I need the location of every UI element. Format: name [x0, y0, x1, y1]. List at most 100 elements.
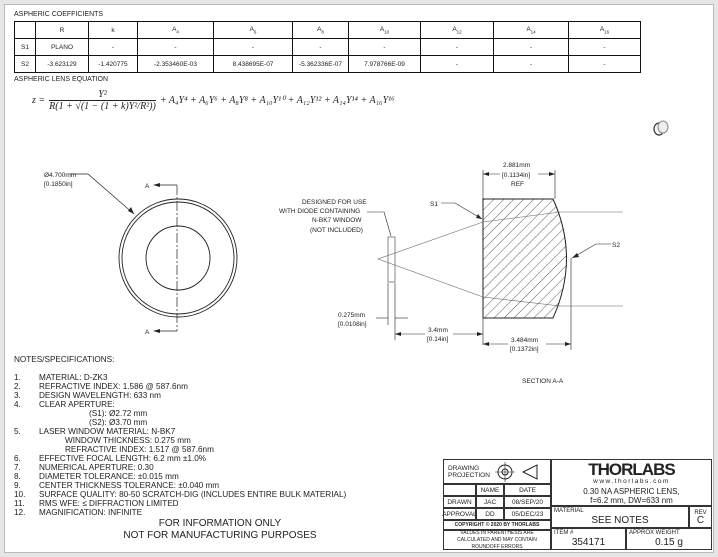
note-text: CLEAR APERTURE:	[39, 400, 115, 409]
drawn-label: DRAWN	[443, 496, 476, 508]
thorlabs-url: www.thorlabs.com	[593, 477, 670, 485]
footer-line-2: NOT FOR MANUFACTURING PURPOSES	[123, 530, 317, 541]
section-view: 2.881mm [0.1134in] REF S1 S2 DESIGNED FO…	[279, 162, 623, 385]
table-header-row: R k A4 A6 A8 A10 A12 A14 A16	[14, 21, 641, 39]
note-item: 7. NUMERICAL APERTURE: 0.30	[14, 463, 346, 472]
lens-3d-icon	[653, 120, 669, 136]
note-number: 10.	[14, 490, 26, 499]
diameter-in: [0.1850in]	[44, 181, 73, 188]
note-item: 1. MATERIAL: D-ZK3	[14, 373, 346, 382]
note-item: 2. REFRACTIVE INDEX: 1.586 @ 587.6nm	[14, 382, 346, 391]
s1-label: S1	[430, 201, 438, 208]
note-text: NUMERICAL APERTURE: 0.30	[39, 463, 154, 472]
distance-mm: 3.4mm	[428, 327, 448, 334]
s2-label: S2	[612, 242, 620, 249]
note-number: 5.	[14, 427, 21, 436]
note-text: (S2): Ø3.70 mm	[89, 418, 148, 427]
note-text: MATERIAL: D-ZK3	[39, 373, 108, 382]
note-item: 9. CENTER THICKNESS TOLERANCE: ±0.040 mm	[14, 481, 346, 490]
note-item: 8.DIAMETER TOLERANCE: ±0.015 mm	[14, 472, 346, 481]
material-value: SEE NOTES	[591, 514, 649, 526]
note-text: RMS WFE: ≤ DIFFRACTION LIMITED	[39, 499, 179, 508]
section-marker-top: A	[145, 183, 150, 190]
roundoff-disclaimer: VALUES IN PARENTHESIS ARE CALCULATED AND…	[443, 530, 551, 550]
rev-cell: REV C	[689, 506, 712, 528]
note-number	[14, 409, 39, 418]
note-number: 4.	[14, 400, 21, 409]
note-item: WINDOW THICKNESS: 0.275 mm	[14, 436, 346, 445]
note-text: REFRACTIVE INDEX: 1.517 @ 587.6nm	[65, 445, 214, 454]
thorlabs-logo: THORLABS	[588, 459, 675, 479]
notes-list: 1. MATERIAL: D-ZK3 2. REFRACTIVE INDEX: 1.5…	[14, 373, 346, 517]
window-note-line: (NOT INCLUDED)	[310, 227, 363, 234]
date-header: DATE	[504, 484, 551, 496]
note-number: 6.	[14, 454, 21, 463]
logo-cell: THORLABS www.thorlabs.com 0.30 NA ASPHER…	[551, 459, 712, 506]
note-number: 2.	[14, 382, 21, 391]
note-item: 12.MAGNIFICATION: INFINITE	[14, 508, 346, 517]
weight-value: 0.15 g	[655, 537, 683, 548]
diameter-mm: Ø4.700mm	[44, 172, 76, 179]
section-label: SECTION A-A	[522, 378, 564, 385]
approval-label: APPROVAL	[442, 508, 477, 520]
note-item: 6. EFFECTIVE FOCAL LENGTH: 6.2 mm ±1.0%	[14, 454, 346, 463]
thickness-in: [0.1134in]	[502, 172, 530, 179]
table-row: S2 -3.623129 -1.420775 -2.353460E-03 8.4…	[14, 55, 641, 73]
item-header: ITEM #	[554, 530, 574, 536]
thickness-ref: REF	[511, 181, 524, 188]
name-header: NAME	[476, 484, 504, 496]
rev-header: REV	[694, 510, 707, 516]
window-thickness-mm: 0.275mm	[338, 312, 365, 319]
cell: -1.420775	[88, 55, 138, 73]
cell: 7.978766E-09	[348, 55, 421, 73]
note-item: 5.LASER WINDOW MATERIAL: N-BK7	[14, 427, 346, 436]
edge-in: [0.1372in]	[510, 346, 539, 353]
note-number: 1.	[14, 373, 21, 382]
rev-value: C	[696, 515, 705, 526]
asphere-equation: z = Y² R(1 + √(1 − (1 + k)Y²/R²)) + A₄Y⁴…	[32, 89, 395, 112]
note-text: SURFACE QUALITY: 80-50 SCRATCH-DIG (INCL…	[39, 490, 347, 499]
notes-title: NOTES/SPECIFICATIONS:	[14, 355, 115, 364]
note-number: 9.	[14, 481, 21, 490]
approval-name: DD	[476, 508, 504, 520]
weight-header: APPROX WEIGHT	[629, 530, 680, 536]
note-number: 3.	[14, 391, 21, 400]
item-number: 354171	[571, 537, 606, 548]
equation-fraction: Y² R(1 + √(1 − (1 + k)Y²/R²))	[49, 89, 156, 112]
note-item: 4. CLEAR APERTURE:	[14, 400, 346, 409]
third-angle-projection-icon	[495, 461, 538, 482]
description-line-2: f=6.2 mm, DW=633 nm	[590, 495, 673, 505]
note-item: (S1): Ø2.72 mm	[14, 409, 346, 418]
coefficients-title: ASPHERIC COEFFICIENTS	[14, 11, 104, 18]
cell: -	[568, 55, 641, 73]
blank-cell	[443, 484, 476, 496]
header-cell: A8	[292, 21, 349, 39]
note-text: EFFECTIVE FOCAL LENGTH: 6.2 mm ±1.0%	[39, 454, 207, 463]
drawn-date: 08/SEP/20	[504, 496, 551, 508]
note-number: 7.	[14, 463, 21, 472]
thickness-mm: 2.881mm	[503, 162, 530, 169]
equation-numerator: Y²	[49, 89, 156, 101]
note-item: 3.DESIGN WAVELENGTH: 633 nm	[14, 391, 346, 400]
edge-mm: 3.484mm	[511, 337, 538, 344]
window-thickness-in: [0.0108in]	[338, 321, 367, 328]
item-cell: ITEM # 354171	[551, 528, 626, 550]
material-cell: MATERIAL SEE NOTES	[551, 506, 689, 528]
note-number	[14, 418, 39, 427]
drawn-name: JAC	[476, 496, 504, 508]
note-number: 8.	[14, 472, 21, 481]
note-text: WINDOW THICKNESS: 0.275 mm	[65, 436, 191, 445]
note-number	[14, 436, 39, 445]
equation-lhs: z =	[32, 95, 46, 106]
equation-denominator: R(1 + √(1 − (1 + k)Y²/R²))	[49, 101, 156, 112]
material-header: MATERIAL	[554, 508, 584, 514]
projection-cell: DRAWING PROJECTION	[443, 459, 551, 484]
description-line-1: 0.30 NA ASPHERIC LENS,	[583, 486, 680, 496]
note-number	[14, 445, 39, 454]
equation-rhs: + A₄Y⁴ + A₆Y⁶ + A₈Y⁸ + A₁₀Y¹⁰ + A₁₂Y¹² +…	[159, 95, 395, 106]
note-number: 12.	[14, 508, 26, 517]
note-text: CENTER THICKNESS TOLERANCE: ±0.040 mm	[39, 481, 220, 490]
note-text: REFRACTIVE INDEX: 1.586 @ 587.6nm	[39, 382, 188, 391]
window-note-line: N-BK7 WINDOW	[312, 217, 362, 224]
